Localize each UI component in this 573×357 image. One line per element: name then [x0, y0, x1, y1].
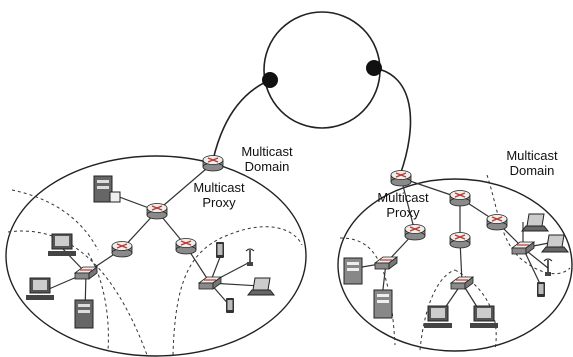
laptop-icon [246, 277, 276, 296]
left-domain-line-1: Multicast [241, 144, 293, 159]
multicast-domain-right [337, 178, 573, 352]
core-router-right [366, 60, 382, 76]
switches [73, 241, 536, 290]
desktop-pc-icon [26, 277, 54, 300]
router-icon [449, 190, 471, 207]
routers [111, 155, 508, 258]
left-domain-line-2: Domain [244, 159, 290, 174]
router-icon [111, 241, 133, 258]
server-icon [343, 257, 363, 285]
router-icon [390, 170, 412, 187]
router-icon [449, 232, 471, 249]
switch-icon [373, 256, 399, 270]
right-proxy-line-1: Multicast [377, 190, 429, 205]
desktop-pc-icon [470, 305, 498, 328]
tablet-icon [216, 242, 224, 258]
multicast-domain-left [5, 155, 307, 357]
router-icon [146, 203, 168, 220]
router-icon [486, 214, 508, 231]
core-router-left [262, 72, 278, 88]
server-icon [74, 299, 94, 329]
left-multicast-domain-label: Multicast Domain [232, 144, 302, 174]
subdomain-boundaries [7, 174, 571, 356]
core-network-ring [263, 11, 381, 129]
right-domain-line-2: Domain [509, 163, 555, 178]
left-proxy-line-2: Proxy [202, 195, 236, 210]
router-icon [175, 238, 197, 255]
uplink-left [212, 79, 271, 161]
desktop-pc-icon [48, 233, 76, 256]
left-proxy-line-1: Multicast [193, 180, 245, 195]
right-proxy-line-2: Proxy [386, 205, 420, 220]
wireless-access-point-icon [543, 258, 553, 276]
uplink-right [373, 67, 412, 176]
right-domain-line-1: Multicast [506, 148, 558, 163]
laptop-icon [540, 234, 570, 253]
phone-icon [226, 298, 234, 313]
desktop-pc-icon [424, 305, 452, 328]
switch-icon [197, 276, 223, 290]
switch-icon [449, 276, 475, 290]
links [41, 162, 555, 319]
router-icon [202, 155, 224, 172]
right-multicast-domain-label: Multicast Domain [497, 148, 567, 178]
wireless-access-point-icon [245, 248, 255, 266]
server-icon [93, 175, 121, 203]
phone-icon [537, 282, 545, 297]
switch-icon [510, 241, 536, 255]
router-icon [404, 224, 426, 241]
right-multicast-proxy-label: Multicast Proxy [372, 190, 434, 220]
switch-icon [73, 266, 99, 280]
server-icon [373, 289, 393, 319]
left-multicast-proxy-label: Multicast Proxy [188, 180, 250, 210]
laptop-icon [520, 213, 550, 232]
